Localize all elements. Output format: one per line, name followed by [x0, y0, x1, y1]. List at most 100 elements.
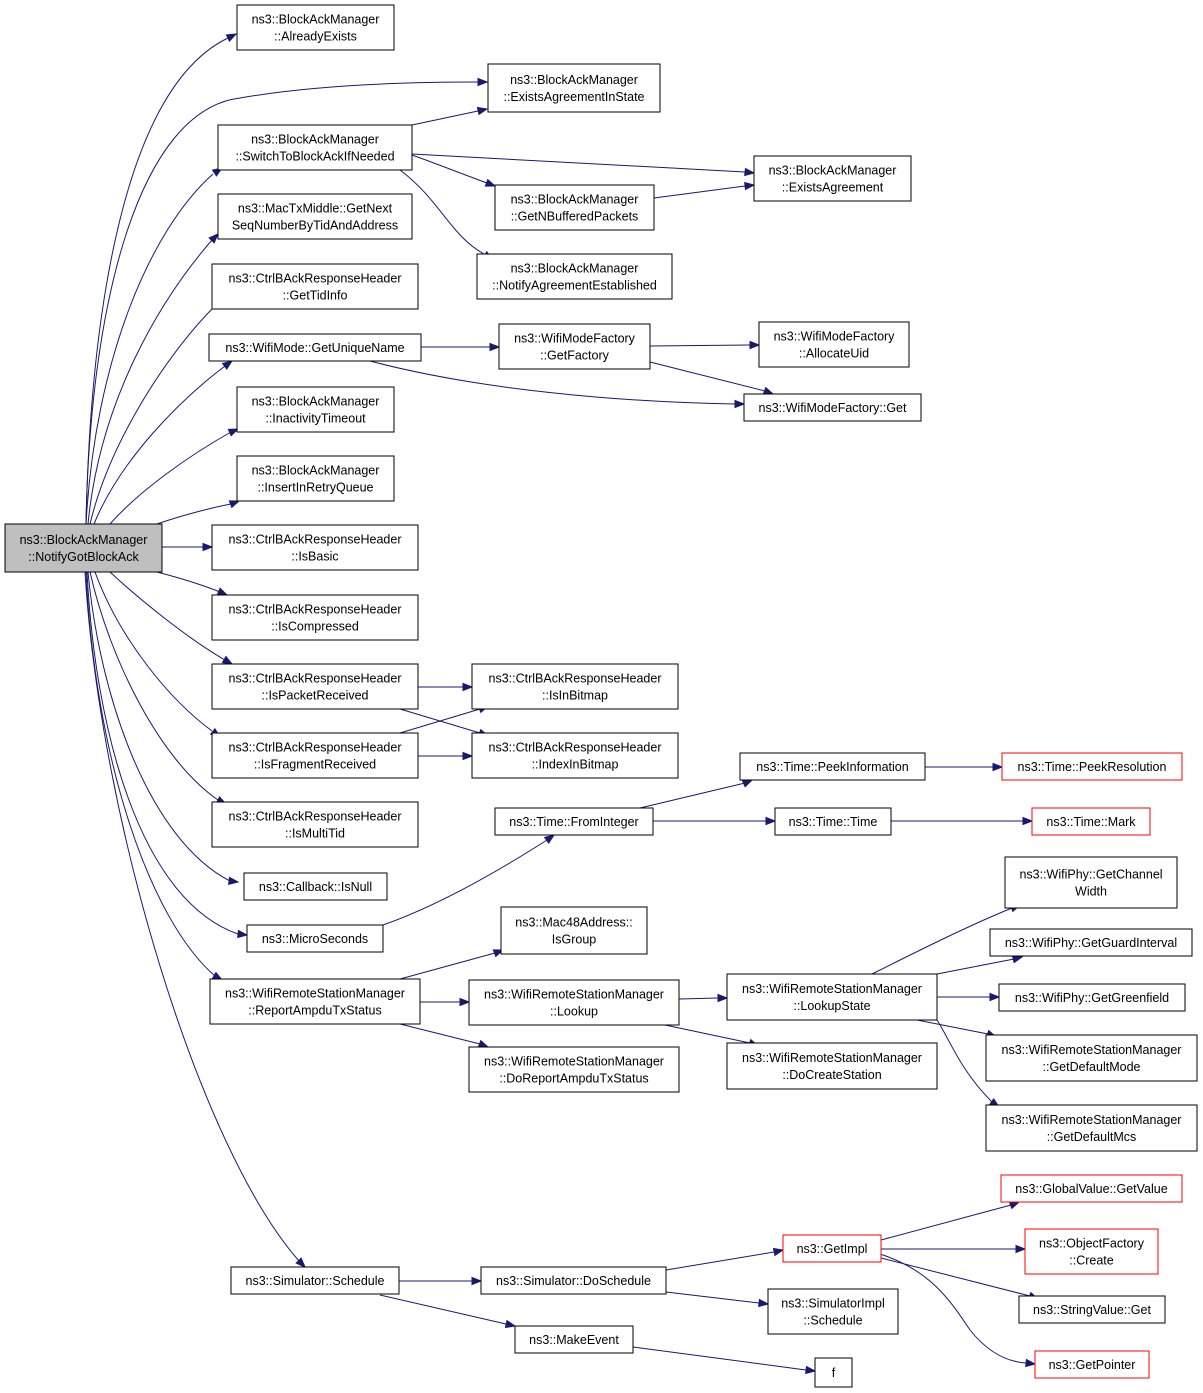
node-box: [236, 386, 395, 433]
node-already-exists[interactable]: ns3::BlockAckManager::AlreadyExists: [236, 4, 395, 51]
node-from-integer[interactable]: ns3::Time::FromInteger: [494, 807, 654, 836]
node-label: ns3::WifiRemoteStationManager: [742, 982, 922, 996]
node-is-basic[interactable]: ns3::CtrlBAckResponseHeader::IsBasic: [211, 524, 419, 571]
node-box: [743, 393, 922, 422]
node-label: IsGroup: [552, 933, 597, 947]
arrowhead: [758, 1298, 770, 1308]
edge-line: [399, 1023, 481, 1045]
node-lookup-state[interactable]: ns3::WifiRemoteStationManager::LookupSta…: [726, 973, 938, 1021]
node-is-multi-tid[interactable]: ns3::CtrlBAckResponseHeader::IsMultiTid: [211, 801, 419, 848]
node-exists-agreement[interactable]: ns3::BlockAckManager::ExistsAgreement: [753, 155, 912, 202]
edge-line: [649, 361, 766, 392]
arrowhead: [741, 779, 754, 788]
arrowhead: [228, 876, 240, 886]
node-label: ::IndexInBitmap: [532, 758, 619, 772]
node-f[interactable]: f: [814, 1357, 853, 1388]
edge-line: [109, 431, 232, 525]
node-label: ::NotifyGotBlockAck: [28, 550, 139, 564]
node-lookup[interactable]: ns3::WifiRemoteStationManager::Lookup: [468, 979, 680, 1026]
node-get-impl[interactable]: ns3::GetImpl: [782, 1234, 882, 1263]
edge-line: [85, 571, 216, 977]
node-mac48-is-group[interactable]: ns3::Mac48Address::IsGroup: [500, 906, 648, 955]
node-label: ns3::BlockAckManager: [252, 464, 380, 478]
edge-line: [156, 571, 221, 593]
arrowhead: [805, 1365, 817, 1375]
arrowhead: [1015, 1244, 1027, 1254]
node-object-factory-create[interactable]: ns3::ObjectFactory::Create: [1024, 1228, 1159, 1275]
node-box: [514, 1325, 634, 1354]
node-is-in-bitmap[interactable]: ns3::CtrlBAckResponseHeader::IsInBitmap: [471, 663, 679, 710]
node-box: [494, 807, 654, 836]
node-inactivity-timeout[interactable]: ns3::BlockAckManager::InactivityTimeout: [236, 386, 395, 433]
node-get-next-seq[interactable]: ns3::MacTxMiddle::GetNextSeqNumberByTidA…: [217, 193, 413, 240]
node-allocate-uid[interactable]: ns3::WifiModeFactory::AllocateUid: [758, 321, 910, 368]
node-label: ::IsBasic: [291, 550, 338, 564]
arrowhead: [989, 992, 1001, 1002]
node-label: ns3::WifiRemoteStationManager: [225, 987, 405, 1001]
node-is-compressed[interactable]: ns3::CtrlBAckResponseHeader::IsCompresse…: [211, 594, 419, 641]
node-peek-resolution[interactable]: ns3::Time::PeekResolution: [1001, 752, 1183, 781]
edge-get-factory-to-allocate-uid: [649, 340, 761, 350]
node-label: ::DoReportAmpduTxStatus: [499, 1072, 648, 1086]
node-get-factory[interactable]: ns3::WifiModeFactory::GetFactory: [498, 323, 651, 370]
node-box: [211, 663, 419, 710]
node-box: [985, 1104, 1198, 1152]
node-get-nbuffered-packets[interactable]: ns3::BlockAckManager::GetNBufferedPacket…: [494, 184, 655, 231]
node-box: [1004, 856, 1178, 909]
node-label: ns3::WifiRemoteStationManager: [1002, 1113, 1182, 1127]
edge-line: [411, 110, 479, 126]
node-index-in-bitmap[interactable]: ns3::CtrlBAckResponseHeader::IndexInBitm…: [471, 732, 679, 779]
node-global-get-value[interactable]: ns3::GlobalValue::GetValue: [1000, 1174, 1183, 1203]
node-simulator-do-schedule[interactable]: ns3::Simulator::DoSchedule: [480, 1266, 667, 1295]
node-simulator-schedule[interactable]: ns3::Simulator::Schedule: [230, 1266, 400, 1295]
arrowhead: [504, 1319, 517, 1329]
edge-get-nbuffered-packets-to-exists-agreement: [653, 181, 756, 199]
node-peek-information[interactable]: ns3::Time::PeekInformation: [739, 752, 926, 781]
node-label: ns3::WifiRemoteStationManager: [484, 1055, 664, 1069]
node-wifi-mode-factory-get[interactable]: ns3::WifiModeFactory::Get: [743, 393, 922, 422]
node-is-packet-received[interactable]: ns3::CtrlBAckResponseHeader::IsPacketRec…: [211, 663, 419, 710]
node-get-tid-info[interactable]: ns3::CtrlBAckResponseHeader::GetTidInfo: [211, 263, 419, 310]
edge-line: [399, 952, 496, 980]
node-insert-in-retry-queue[interactable]: ns3::BlockAckManager::InsertInRetryQueue: [236, 455, 395, 502]
node-is-fragment-received[interactable]: ns3::CtrlBAckResponseHeader::IsFragmentR…: [211, 732, 419, 779]
node-root[interactable]: ns3::BlockAckManager::NotifyGotBlockAck: [4, 523, 163, 573]
edge-get-unique-name-to-wifi-mode-factory-get: [369, 360, 746, 409]
edge-line: [649, 344, 751, 347]
node-simulator-impl-schedule[interactable]: ns3::SimulatorImpl::Schedule: [767, 1288, 899, 1335]
node-box: [243, 872, 388, 901]
node-box: [211, 524, 419, 571]
call-edges: [84, 33, 1040, 1375]
node-do-create-station[interactable]: ns3::WifiRemoteStationManager::DoCreateS…: [726, 1042, 938, 1090]
node-make-event[interactable]: ns3::MakeEvent: [514, 1325, 634, 1354]
node-get-default-mcs[interactable]: ns3::WifiRemoteStationManager::GetDefaul…: [985, 1104, 1198, 1152]
edge-line: [639, 782, 746, 809]
node-label: ns3::CtrlBAckResponseHeader: [229, 741, 402, 755]
edge-switch-to-block-ack-to-get-nbuffered-packets: [411, 154, 497, 187]
node-report-ampdu[interactable]: ns3::WifiRemoteStationManager::ReportAmp…: [209, 978, 421, 1025]
node-switch-to-block-ack[interactable]: ns3::BlockAckManager::SwitchToBlockAckIf…: [217, 124, 413, 171]
node-label: ns3::CtrlBAckResponseHeader: [229, 533, 402, 547]
node-micro-seconds[interactable]: ns3::MicroSeconds: [246, 924, 384, 953]
node-get-unique-name[interactable]: ns3::WifiMode::GetUniqueName: [208, 333, 422, 362]
node-get-default-mode[interactable]: ns3::WifiRemoteStationManager::GetDefaul…: [985, 1034, 1198, 1082]
node-time-mark[interactable]: ns3::Time::Mark: [1031, 807, 1151, 836]
edge-line: [86, 571, 239, 935]
edge-root-to-is-basic: [157, 542, 214, 552]
node-string-value-get[interactable]: ns3::StringValue::Get: [1018, 1295, 1166, 1324]
node-do-report-ampdu[interactable]: ns3::WifiRemoteStationManager::DoReportA…: [468, 1046, 680, 1093]
node-get-guard-interval[interactable]: ns3::WifiPhy::GetGuardInterval: [989, 928, 1193, 957]
edge-simulator-schedule-to-make-event: [379, 1294, 517, 1329]
node-label: ::AlreadyExists: [274, 30, 357, 44]
edge-line: [94, 571, 213, 732]
edge-line: [399, 169, 485, 255]
node-notify-agreement-established[interactable]: ns3::BlockAckManager::NotifyAgreementEst…: [476, 253, 673, 300]
node-label: ns3::Time::PeekResolution: [1018, 760, 1167, 774]
node-callback-is-null[interactable]: ns3::Callback::IsNull: [243, 872, 388, 901]
node-get-greenfield[interactable]: ns3::WifiPhy::GetGreenfield: [998, 983, 1186, 1012]
node-get-pointer[interactable]: ns3::GetPointer: [1034, 1350, 1150, 1379]
node-time-time[interactable]: ns3::Time::Time: [774, 807, 892, 836]
arrowhead: [477, 1039, 490, 1048]
node-exists-agreement-in-state[interactable]: ns3::BlockAckManager::ExistsAgreementInS…: [487, 63, 661, 113]
